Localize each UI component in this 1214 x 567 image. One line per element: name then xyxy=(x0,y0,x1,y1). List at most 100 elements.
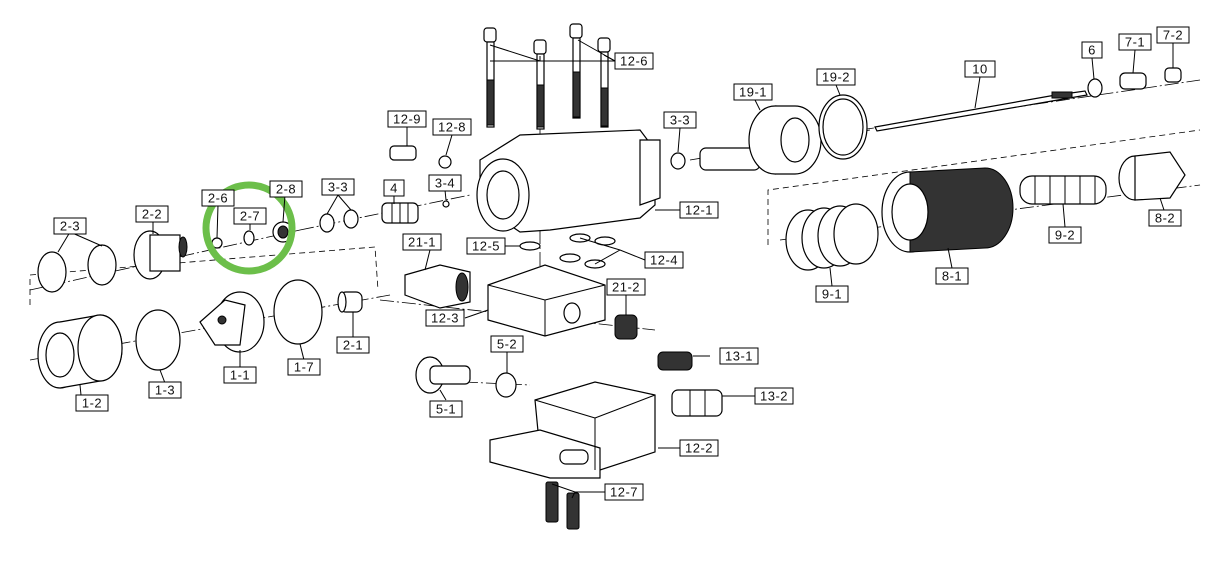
label-7-1: 7-1 xyxy=(1118,33,1152,51)
part-6-7-1-7-2-small-parts xyxy=(1087,67,1182,98)
part-12-7-bolts xyxy=(545,481,580,530)
label-2-2: 2-2 xyxy=(135,205,169,223)
label-text: 7-1 xyxy=(1125,35,1145,50)
part-1-7-o-ring xyxy=(273,279,323,345)
label-text: 2-1 xyxy=(343,338,363,353)
label-9-1: 9-1 xyxy=(815,285,849,303)
label-text: 8-2 xyxy=(1155,211,1175,226)
label-12-4: 12-4 xyxy=(644,251,684,269)
part-2-2-nozzle xyxy=(133,230,188,280)
label-12-7: 12-7 xyxy=(604,483,644,501)
label-text: 1-3 xyxy=(155,383,175,398)
part-12-6-cap-screws xyxy=(483,23,611,130)
part-4-valve xyxy=(381,200,450,224)
part-1-1-air-cap xyxy=(199,291,265,353)
part-2-6-2-7-2-8-small-parts xyxy=(211,221,294,249)
label-text: 19-2 xyxy=(822,70,850,85)
part-1-2-retaining-nut xyxy=(37,314,123,389)
label-text: 12-1 xyxy=(685,203,713,218)
part-3-3-washer-right xyxy=(670,152,686,170)
label-text: 6 xyxy=(1088,43,1096,58)
label-2-1: 2-1 xyxy=(336,336,370,354)
label-text: 2-8 xyxy=(276,182,296,197)
label-2-7: 2-7 xyxy=(233,207,267,225)
label-text: 5-2 xyxy=(497,337,517,352)
label-text: 3-4 xyxy=(435,176,455,191)
part-21-2-fitting xyxy=(614,314,638,340)
part-19-1-piston xyxy=(699,105,822,175)
label-5-2: 5-2 xyxy=(490,335,524,353)
part-2-3-o-ring-pair xyxy=(37,244,117,293)
label-text: 2-2 xyxy=(142,207,162,222)
label-text: 10 xyxy=(972,62,987,77)
label-text: 12-9 xyxy=(393,112,421,127)
label-text: 1-7 xyxy=(294,360,314,375)
part-12-9-12-8-plug xyxy=(389,145,452,169)
part-labels: 1-1 1-2 1-3 1-7 2-1 2-2 2-3 2-6 2-7 2-8 … xyxy=(53,26,1190,501)
label-text: 19-1 xyxy=(739,85,767,100)
label-text: 21-1 xyxy=(408,235,436,250)
leader-lines xyxy=(57,39,1174,499)
label-text: 2-3 xyxy=(60,219,80,234)
label-4: 4 xyxy=(383,179,405,197)
part-10-needle xyxy=(874,90,1088,132)
label-8-2: 8-2 xyxy=(1148,209,1182,227)
label-text: 12-8 xyxy=(438,120,466,135)
label-3-3-left: 3-3 xyxy=(321,178,355,196)
part-9-2-spring xyxy=(1019,175,1107,205)
label-text: 9-1 xyxy=(822,287,842,302)
label-text: 2-6 xyxy=(208,191,228,206)
label-text: 3-3 xyxy=(328,180,348,195)
label-text: 12-7 xyxy=(610,485,638,500)
label-2-8: 2-8 xyxy=(269,180,303,198)
label-text: 12-5 xyxy=(472,239,500,254)
label-text: 12-4 xyxy=(650,253,678,268)
part-2-1-fitting xyxy=(337,291,363,313)
label-12-8: 12-8 xyxy=(432,118,472,136)
label-19-1: 19-1 xyxy=(733,83,773,101)
label-7-2: 7-2 xyxy=(1156,26,1190,44)
label-text: 1-1 xyxy=(230,368,250,383)
label-8-1: 8-1 xyxy=(935,267,969,285)
label-5-1: 5-1 xyxy=(429,400,463,418)
part-12-2-lower-block xyxy=(489,381,656,479)
part-12-3-block xyxy=(487,264,606,337)
highlight-circle xyxy=(202,181,296,275)
label-19-2: 19-2 xyxy=(816,68,856,86)
label-12-3: 12-3 xyxy=(425,309,465,327)
label-12-9: 12-9 xyxy=(387,110,427,128)
label-1-7: 1-7 xyxy=(287,358,321,376)
label-text: 9-2 xyxy=(1055,228,1075,243)
label-21-1: 21-1 xyxy=(402,233,442,251)
label-text: 4 xyxy=(390,181,398,196)
label-text: 13-1 xyxy=(725,349,753,364)
label-12-1: 12-1 xyxy=(679,201,719,219)
label-10: 10 xyxy=(964,60,996,78)
label-text: 12-6 xyxy=(620,54,648,69)
label-text: 1-2 xyxy=(82,396,102,411)
label-1-1: 1-1 xyxy=(223,366,257,384)
label-text: 8-1 xyxy=(942,269,962,284)
part-8-1-knurled-nut xyxy=(881,167,1014,253)
label-12-6: 12-6 xyxy=(614,52,654,70)
part-21-1-nozzle xyxy=(404,264,471,309)
label-3-3-right: 3-3 xyxy=(663,111,697,129)
part-9-1-spring xyxy=(785,203,879,271)
label-text: 7-2 xyxy=(1163,28,1183,43)
label-21-2: 21-2 xyxy=(606,278,646,296)
label-13-1: 13-1 xyxy=(719,347,759,365)
part-19-2-seal xyxy=(818,94,868,160)
label-3-4: 3-4 xyxy=(428,174,462,192)
part-12-1-manifold-body xyxy=(476,129,661,233)
label-text: 5-1 xyxy=(436,402,456,417)
label-1-3: 1-3 xyxy=(148,381,182,399)
label-text: 12-3 xyxy=(431,311,459,326)
label-2-3: 2-3 xyxy=(53,217,87,235)
label-text: 21-2 xyxy=(612,280,640,295)
part-8-2-cap xyxy=(1118,151,1186,201)
label-12-2: 12-2 xyxy=(679,439,719,457)
label-text: 13-2 xyxy=(760,389,788,404)
label-text: 2-7 xyxy=(240,209,260,224)
label-text: 12-2 xyxy=(685,441,713,456)
